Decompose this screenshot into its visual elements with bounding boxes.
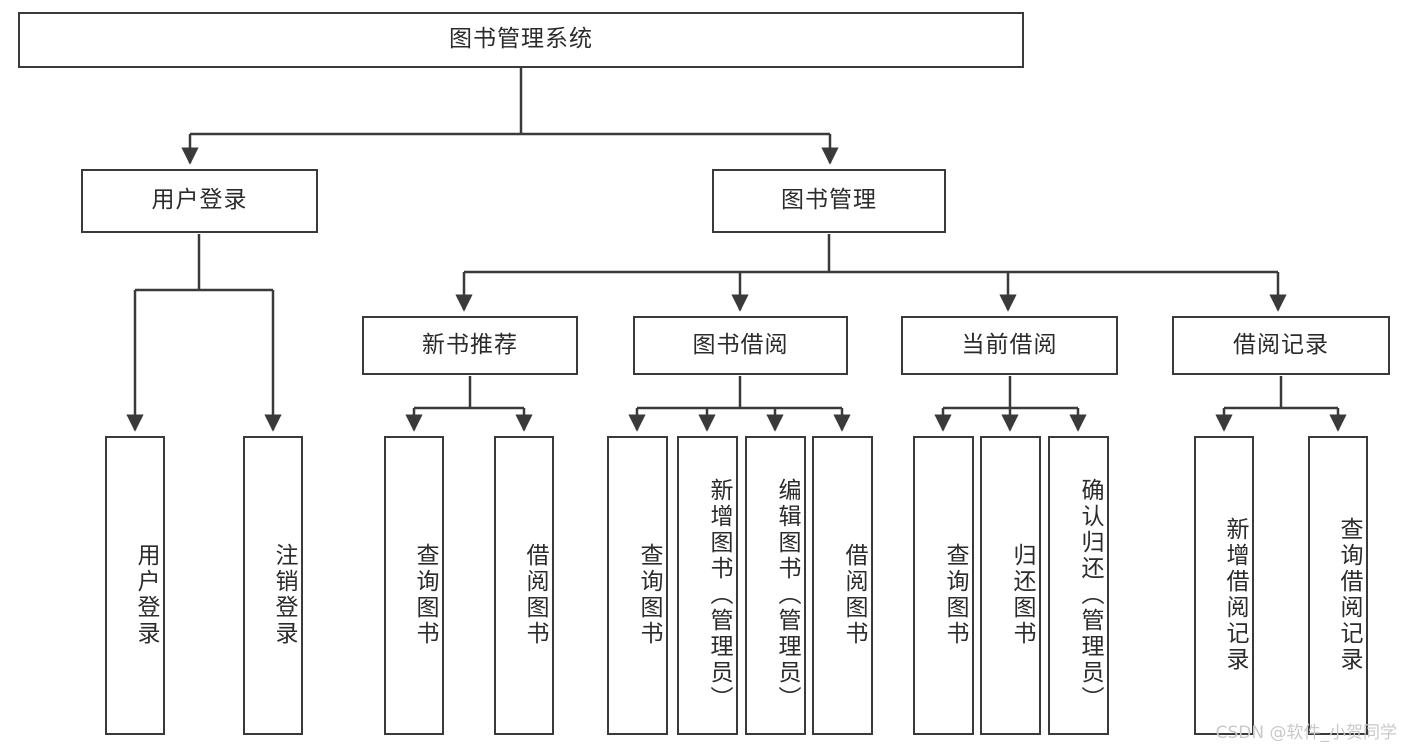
node-label: 用户登录 [151, 187, 248, 214]
leaf-user-login-signin[interactable]: 用户登录 [105, 436, 165, 735]
leaf-book-borrow-lend[interactable]: 借阅图书 [812, 436, 873, 735]
leaf-book-borrow-query[interactable]: 查询图书 [607, 436, 668, 735]
node-label: 查询图书 [942, 542, 968, 647]
node-label: 查询图书 [412, 542, 438, 647]
leaf-current-borrow-confirm[interactable]: 确认归还（管理员） [1048, 436, 1109, 735]
leaf-borrow-record-query[interactable]: 查询借阅记录 [1308, 436, 1368, 735]
node-label: 注销登录 [271, 542, 297, 647]
node-label: 用户登录 [133, 542, 159, 647]
node-label: 图书借阅 [692, 331, 789, 358]
leaf-user-login-signout[interactable]: 注销登录 [243, 436, 303, 735]
node-book-borrow[interactable]: 图书借阅 [633, 316, 848, 375]
leaf-book-borrow-add[interactable]: 新增图书（管理员） [677, 436, 738, 735]
node-label: 借阅记录 [1233, 331, 1329, 358]
leaf-new-book-borrow[interactable]: 借阅图书 [494, 436, 554, 735]
node-label: 当前借阅 [961, 331, 1058, 358]
node-label: 新增图书（管理员） [706, 477, 732, 712]
node-label: 借阅图书 [522, 542, 548, 647]
node-label: 编辑图书（管理员） [774, 477, 800, 712]
leaf-current-borrow-return[interactable]: 归还图书 [980, 436, 1041, 735]
node-label: 归还图书 [1009, 542, 1035, 647]
node-label: 查询图书 [636, 542, 662, 647]
node-root-system[interactable]: 图书管理系统 [18, 12, 1024, 68]
node-borrow-record[interactable]: 借阅记录 [1172, 316, 1390, 375]
node-label: 图书管理系统 [449, 26, 593, 53]
node-label: 新书推荐 [422, 331, 518, 358]
leaf-current-borrow-query[interactable]: 查询图书 [913, 436, 974, 735]
node-label: 借阅图书 [841, 542, 867, 647]
node-label: 新增借阅记录 [1222, 516, 1248, 673]
node-label: 确认归还（管理员） [1077, 477, 1103, 712]
node-new-book-recommend[interactable]: 新书推荐 [362, 316, 578, 375]
leaf-borrow-record-add[interactable]: 新增借阅记录 [1194, 436, 1254, 735]
watermark-text: CSDN @软件_小贺同学 [1215, 723, 1397, 743]
node-current-borrow[interactable]: 当前借阅 [901, 316, 1118, 375]
leaf-new-book-query[interactable]: 查询图书 [384, 436, 444, 735]
node-label: 查询借阅记录 [1336, 516, 1362, 673]
node-book-management[interactable]: 图书管理 [712, 169, 946, 233]
leaf-book-borrow-edit[interactable]: 编辑图书（管理员） [745, 436, 806, 735]
node-label: 图书管理 [781, 187, 877, 214]
node-user-login[interactable]: 用户登录 [81, 169, 318, 233]
